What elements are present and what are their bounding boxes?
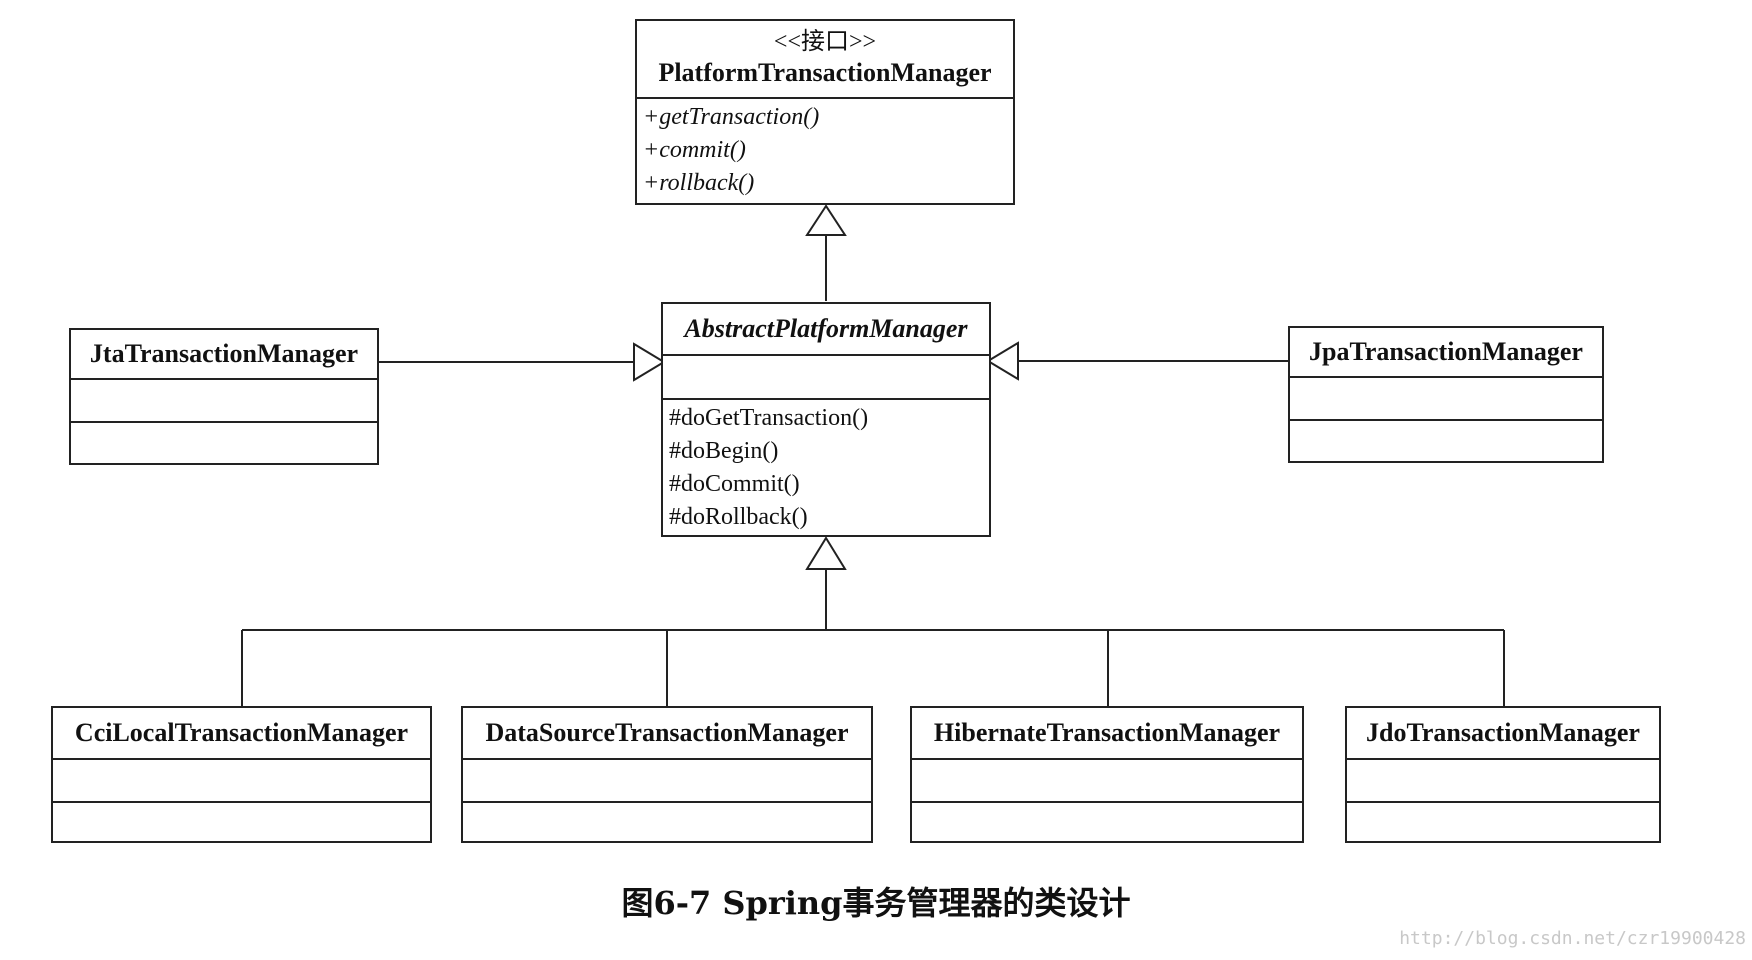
attributes-section [53,760,430,803]
class-header: JpaTransactionManager [1290,328,1602,378]
class-header: DataSourceTransactionManager [463,708,871,760]
class-name: HibernateTransactionManager [933,718,1281,747]
class-name: JpaTransactionManager [1309,337,1583,366]
class-header: JtaTransactionManager [71,330,377,380]
class-header: CciLocalTransactionManager [53,708,430,760]
class-header: JdoTransactionManager [1347,708,1659,760]
class-name: DataSourceTransactionManager [485,718,849,747]
attributes-section [463,760,871,803]
class-box-datasource-transaction-manager: DataSourceTransactionManager [461,706,873,843]
operation-item: +rollback() [643,170,755,196]
class-box-jta-transaction-manager: JtaTransactionManager [69,328,379,465]
class-name: CciLocalTransactionManager [74,718,409,747]
attributes-section [1347,760,1659,803]
attributes-section [663,356,989,400]
stereotype-label: <<接口>> [773,29,877,55]
operation-item: #doCommit() [669,471,800,497]
watermark-url: http://blog.csdn.net/czr19900428 [1399,928,1746,949]
operations-section: #doGetTransaction() #doBegin() #doCommit… [663,400,989,536]
operation-item: #doBegin() [669,438,779,464]
operation-item: #doRollback() [669,504,808,530]
attributes-section [912,760,1302,803]
figure-caption: 图6-7 Spring事务管理器的类设计 [621,884,1131,922]
class-header: HibernateTransactionManager [912,708,1302,760]
class-name: JtaTransactionManager [89,339,359,368]
operations-section: +getTransaction() +commit() +rollback() [637,99,1013,202]
class-name: JdoTransactionManager [1366,718,1640,747]
class-box-jdo-transaction-manager: JdoTransactionManager [1345,706,1661,843]
class-header: <<接口>> PlatformTransactionManager [637,21,1013,99]
attributes-section [71,380,377,423]
class-box-hibernate-transaction-manager: HibernateTransactionManager [910,706,1304,843]
operation-item: #doGetTransaction() [669,405,869,431]
inherit-arrowhead-jta [633,342,666,382]
class-box-platform-transaction-manager: <<接口>> PlatformTransactionManager +getTr… [635,19,1015,205]
inherit-arrowhead-bottom [805,536,847,570]
inherit-arrowhead-jpa [986,341,1019,381]
operation-item: +getTransaction() [643,104,820,130]
class-box-cci-local-transaction-manager: CciLocalTransactionManager [51,706,432,843]
class-box-jpa-transaction-manager: JpaTransactionManager [1288,326,1604,463]
class-name: PlatformTransactionManager [658,58,992,87]
class-box-abstract-platform-manager: AbstractPlatformManager #doGetTransactio… [661,302,991,537]
operation-item: +commit() [643,137,746,163]
class-name: AbstractPlatformManager [684,314,968,343]
attributes-section [1290,378,1602,421]
class-header: AbstractPlatformManager [663,304,989,356]
inherit-arrowhead-interface [805,204,847,236]
